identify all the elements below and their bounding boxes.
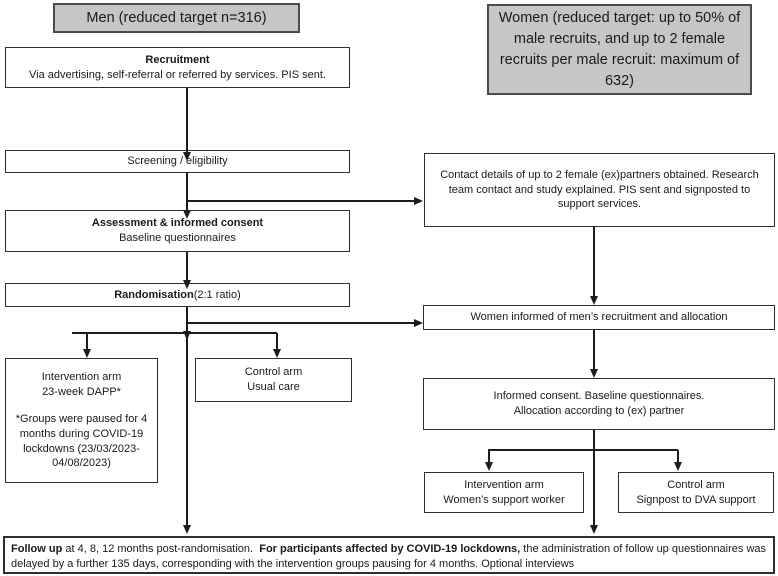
connector-arms-branch-women [488, 449, 678, 451]
women-informed-box: Women informed of men’s recruitment and … [423, 305, 775, 330]
followup-text-segment: at 4, 8, 12 months post-randomisation. [62, 543, 260, 555]
connector-women-informed-consent [593, 330, 595, 369]
arrowhead-into-women-consent [590, 369, 598, 378]
arrowhead-into-women-informed-top [590, 296, 598, 305]
recruitment-title: Recruitment [145, 53, 210, 66]
women-control-arm-line2: Signpost to DVA support [636, 493, 756, 506]
arrowhead-into-screening [183, 152, 191, 161]
arrowhead-into-men-control [273, 349, 281, 358]
connector-randomisation-women-informed [187, 322, 414, 324]
women-control-arm-box: Control arm Signpost to DVA support [618, 472, 774, 513]
women-consent-box: Informed consent. Baseline questionnaire… [423, 378, 775, 430]
arrowhead-into-women-control [674, 462, 682, 471]
men-control-arm-box: Control arm Usual care [195, 358, 352, 402]
arrowhead-at-branch-junction [183, 331, 191, 340]
assessment-body: Baseline questionnaires [119, 232, 236, 244]
connector-branch-men-intervention [86, 333, 88, 349]
assessment-title: Assessment & informed consent [91, 217, 264, 230]
men-control-arm-line1: Control arm [244, 366, 303, 379]
men-control-arm-line2: Usual care [247, 381, 300, 393]
connector-branch-women-control [677, 450, 679, 462]
women-consent-line2: Allocation according to (ex) partner [513, 405, 685, 417]
men-target-box: Men (reduced target n=316) [53, 3, 300, 33]
women-intervention-arm-line1: Intervention arm [464, 478, 544, 491]
followup-box: Follow up at 4, 8, 12 months post-random… [3, 536, 775, 574]
followup-text-segment: the administration of follow up question… [11, 543, 770, 570]
men-intervention-arm-line1: Intervention arm [41, 371, 122, 384]
connector-arms-branch-men [72, 332, 277, 334]
men-intervention-arm-note: *Groups were paused for 4 months during … [15, 413, 148, 470]
arrowhead-into-women-intervention [485, 462, 493, 471]
connector-randomisation-followup [186, 307, 188, 525]
connector-consent-followup [593, 430, 595, 525]
connector-screening-assessment [186, 173, 188, 210]
women-control-arm-line1: Control arm [667, 478, 725, 491]
connector-recruitment-screening [186, 88, 188, 152]
arrowhead-into-contact-details [414, 197, 423, 205]
followup-text-segment: For participants affected by COVID-19 lo… [259, 543, 521, 555]
randomisation-label-rest: (2:1 ratio) [193, 288, 241, 301]
arrowhead-into-assessment [183, 210, 191, 219]
arrowhead-into-randomisation [183, 280, 191, 289]
connector-branch-men-control [276, 333, 278, 349]
connector-screening-contact-details [187, 200, 414, 202]
randomisation-box: Randomisation (2:1 ratio) [5, 283, 350, 307]
screening-box: Screening / eligibility [5, 150, 350, 173]
women-intervention-arm-box: Intervention arm Women’s support worker [424, 472, 584, 513]
recruitment-body: Via advertising, self-referral or referr… [29, 68, 326, 81]
randomisation-label-bold: Randomisation [114, 288, 194, 301]
assessment-box: Assessment & informed consent Baseline q… [5, 210, 350, 252]
followup-text-segment: Follow up [11, 543, 63, 555]
recruitment-box: Recruitment Via advertising, self-referr… [5, 47, 350, 88]
arrowhead-into-men-intervention [83, 349, 91, 358]
women-consent-line1: Informed consent. Baseline questionnaire… [493, 390, 705, 403]
women-intervention-arm-line2: Women’s support worker [443, 493, 565, 506]
arrowhead-into-followup-left [183, 525, 191, 534]
arrowhead-into-women-informed-left [414, 319, 423, 327]
women-target-box: Women (reduced target: up to 50% of male… [487, 4, 752, 95]
connector-contact-women-informed [593, 227, 595, 296]
connector-branch-women-intervention [488, 450, 490, 462]
men-intervention-arm-box: Intervention arm 23-week DAPP* *Groups w… [5, 358, 158, 483]
men-intervention-arm-line2: 23-week DAPP* [42, 385, 121, 398]
arrowhead-into-followup-right [590, 525, 598, 534]
contact-details-box: Contact details of up to 2 female (ex)pa… [424, 153, 775, 227]
connector-assessment-randomisation [186, 252, 188, 280]
